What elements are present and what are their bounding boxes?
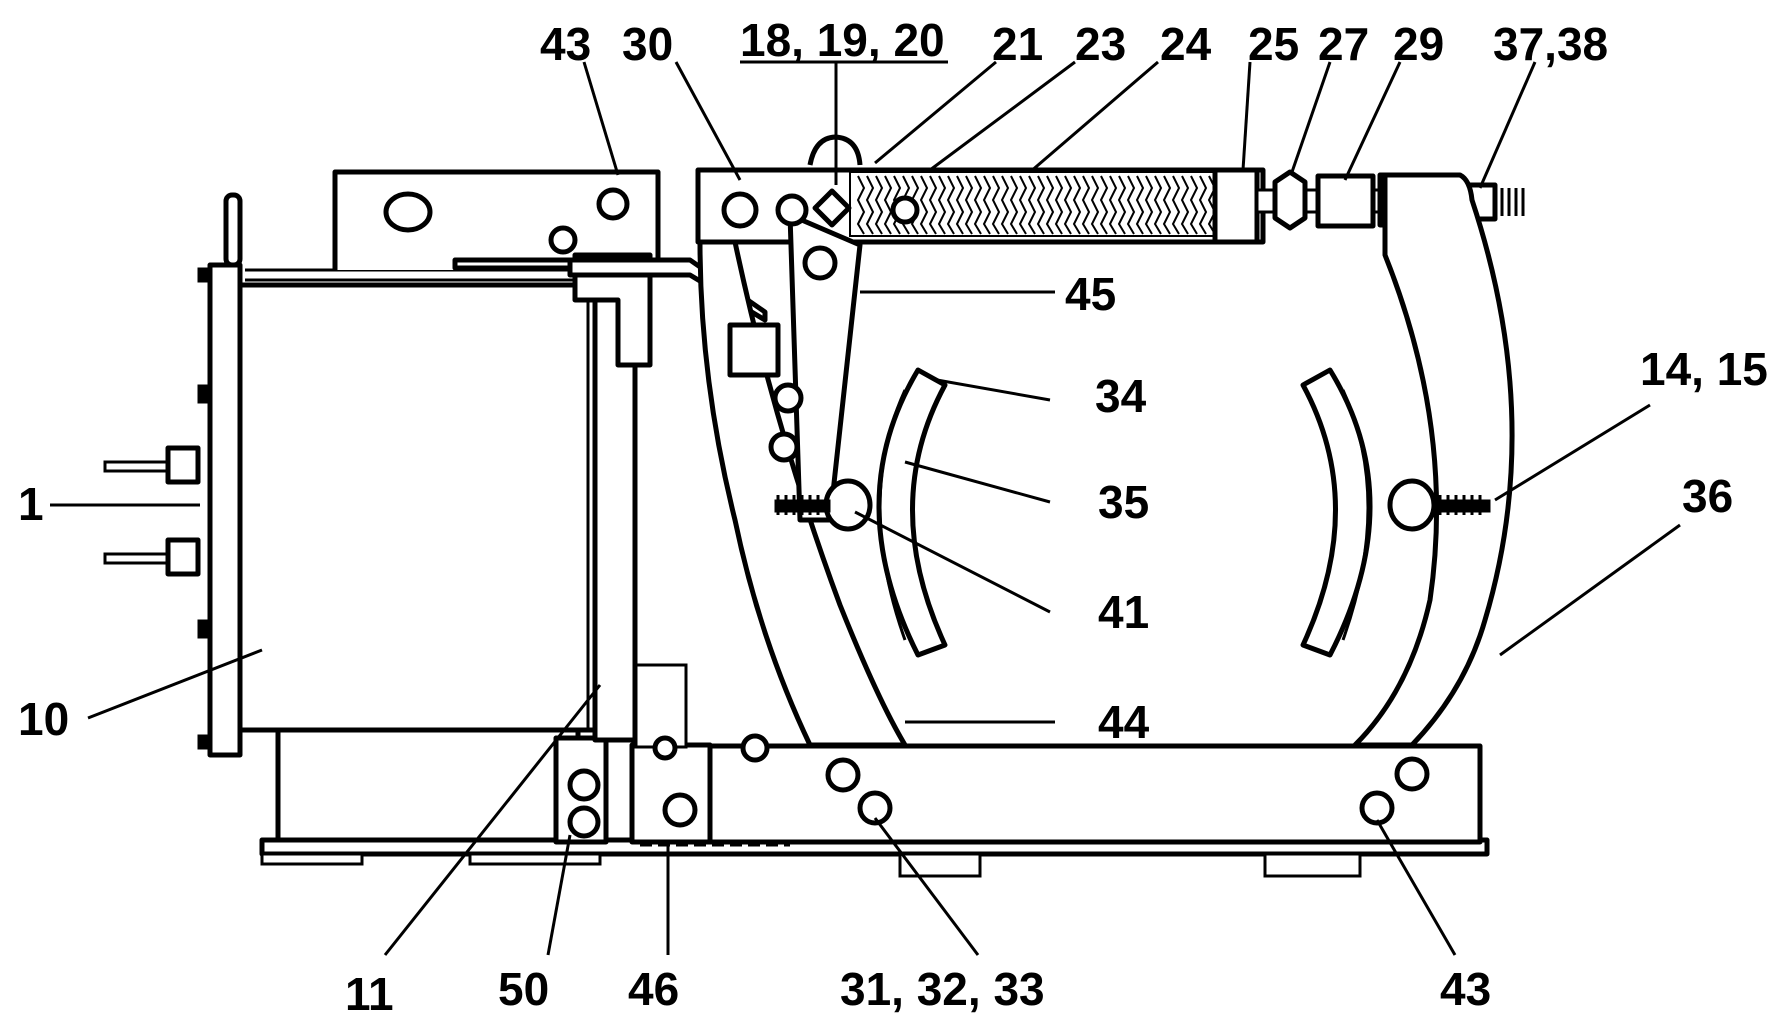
spring-coil (928, 175, 938, 235)
callout-11: 11 (345, 968, 394, 1020)
callout-44: 44 (1098, 696, 1150, 748)
spring-coil (946, 175, 956, 235)
spring-coil (1126, 175, 1136, 235)
spring-coil (964, 175, 974, 235)
callout-43-bottom: 43 (1440, 963, 1491, 1015)
spring-coil (1045, 175, 1055, 235)
spring-coil (1000, 175, 1010, 235)
leader-27 (1290, 61, 1332, 173)
top-plate (332, 169, 661, 368)
spring-cap (1212, 167, 1260, 245)
callout-24: 24 (1160, 18, 1212, 70)
callout-43-top: 43 (540, 18, 591, 70)
bracket-block (629, 742, 713, 845)
leader-11 (383, 684, 602, 956)
callout-21: 21 (992, 18, 1043, 70)
spring-coil (1018, 175, 1028, 235)
callout-25: 25 (1248, 18, 1299, 70)
spring-coil (1117, 175, 1127, 235)
spring-coil (919, 175, 929, 235)
callout-50: 50 (498, 963, 549, 1015)
leader-30 (674, 61, 742, 181)
leader-21 (874, 60, 997, 165)
callout-46: 46 (628, 963, 679, 1015)
spring-coil (1099, 175, 1109, 235)
leader-43-top (582, 61, 620, 176)
spring-coil (1081, 175, 1091, 235)
spring-coil (1180, 175, 1190, 235)
spring-coil (937, 175, 947, 235)
leader-25 (1241, 61, 1252, 171)
callout-1: 1 (18, 478, 44, 530)
callout-27: 27 (1318, 18, 1369, 70)
spring-coil (1027, 175, 1037, 235)
leader-43-bottom (1375, 819, 1457, 956)
callout-18-19-20: 18, 19, 20 (740, 14, 945, 66)
callout-23: 23 (1075, 18, 1126, 70)
spring-coil (856, 175, 866, 235)
shoe-pivots (774, 478, 1491, 532)
spring-coil (973, 175, 983, 235)
right-arm (1352, 172, 1515, 748)
leader-35 (904, 460, 1051, 504)
spring-coil (1153, 175, 1163, 235)
spring-coil (1162, 175, 1172, 235)
leader-34 (936, 378, 1051, 402)
spring-coil (1144, 175, 1154, 235)
spring-coil (1063, 175, 1073, 235)
spring-coil (1135, 175, 1145, 235)
spring-coil (1171, 175, 1181, 235)
spring-coil (1009, 175, 1019, 235)
callout-37-38: 37,38 (1493, 18, 1608, 70)
spring-coil (865, 175, 875, 235)
callout-45: 45 (1065, 268, 1116, 320)
callout-35: 35 (1098, 476, 1149, 528)
callout-34: 34 (1095, 370, 1147, 422)
callout-10: 10 (18, 693, 69, 745)
leader-24 (1029, 60, 1159, 174)
leader-50 (546, 834, 572, 956)
fasteners (548, 187, 1430, 839)
spring-coil (1072, 175, 1082, 235)
spring-coil (1198, 175, 1208, 235)
leader-23 (929, 60, 1076, 172)
leader-36 (1499, 523, 1681, 657)
leader-31-32-33 (873, 817, 980, 956)
spring-coil (991, 175, 1001, 235)
leader-41 (854, 510, 1051, 614)
frame-beam (697, 743, 1483, 845)
link-rod (567, 257, 768, 323)
spring-coil (1054, 175, 1064, 235)
spring-coil (1036, 175, 1046, 235)
leader-29 (1343, 61, 1402, 181)
callout-14-15: 14, 15 (1640, 343, 1768, 395)
callout-41: 41 (1098, 586, 1149, 638)
support-post (634, 663, 688, 749)
leader-lines (50, 60, 1681, 956)
leader-14-15 (1494, 403, 1651, 502)
spring-coil (955, 175, 965, 235)
leader-10 (87, 648, 263, 720)
spring-coil (1090, 175, 1100, 235)
callout-31-32-33: 31, 32, 33 (840, 963, 1045, 1015)
spring-coil (982, 175, 992, 235)
spring-coil (1189, 175, 1199, 235)
brake-shoes (876, 367, 1373, 658)
brake-drawing (103, 134, 1525, 878)
callout-29: 29 (1393, 18, 1444, 70)
callout-30: 30 (622, 18, 673, 70)
leader-37-38 (1478, 61, 1537, 189)
spring-coil (883, 175, 893, 235)
terminal-studs (103, 445, 201, 577)
spring-coil (874, 175, 884, 235)
callout-labels: 43 30 18, 19, 20 21 23 24 25 27 29 37,38… (18, 14, 1768, 1020)
callout-36: 36 (1682, 470, 1733, 522)
spring-coil (1108, 175, 1118, 235)
